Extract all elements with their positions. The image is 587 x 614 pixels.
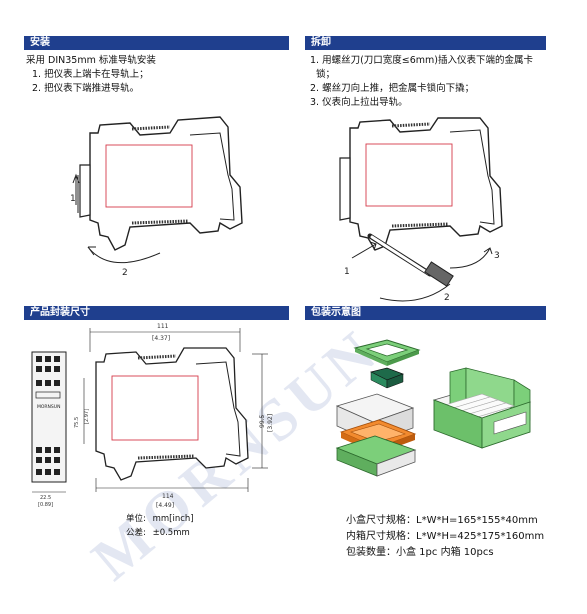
side-view: 111 [4.37] 99.5 [3.92] 75.5 [2.97] 114 [… bbox=[74, 323, 274, 509]
carton-spec: 内箱尺寸规格：L*W*H=425*175*160mm bbox=[346, 531, 545, 542]
remove-title: 拆卸 bbox=[305, 36, 337, 50]
remove-step-3: 3. 仪表向上拉出导轨。 bbox=[310, 97, 408, 108]
unit-row: 单位: mm[inch] bbox=[126, 512, 194, 526]
packing-quantity: 包装数量：小盒 1pc 内箱 10pcs bbox=[346, 547, 494, 558]
depth-value: 22.5 bbox=[40, 495, 51, 501]
remove-step-2: 2. 螺丝刀向上推，把金属卡锁向下撬； bbox=[310, 83, 475, 94]
install-arrow-label-1: 1 bbox=[70, 194, 76, 204]
tolerance-value: ±0.5mm bbox=[152, 528, 190, 538]
dimensions-title: 产品封装尺寸 bbox=[24, 306, 96, 320]
remove-arrow-label-3: 3 bbox=[494, 251, 500, 261]
packing-section-header: 包装示意图 bbox=[305, 306, 546, 320]
install-intro: 采用 DIN35mm 标准导轨安装 bbox=[26, 55, 156, 66]
remove-step-1: 1. 用螺丝刀(刀口宽度≤6mm)插入仪表下端的金属卡 bbox=[310, 55, 534, 66]
install-step-2: 2. 把仪表下端推进导轨。 bbox=[32, 83, 140, 94]
width-top-value: 111 bbox=[157, 323, 169, 330]
height-inch: [3.92] bbox=[267, 414, 274, 432]
remove-section-header: 拆卸 bbox=[305, 36, 546, 50]
remove-step-1-cont: 锁； bbox=[316, 69, 336, 80]
remove-arrow-label-2: 2 bbox=[444, 293, 450, 303]
install-arrow-label-2: 2 bbox=[122, 268, 128, 278]
inner-height-value: 75.5 bbox=[74, 417, 80, 428]
remove-arrow-label-1: 1 bbox=[344, 267, 350, 277]
width-bottom-value: 114 bbox=[162, 493, 174, 500]
packing-title: 包装示意图 bbox=[305, 306, 367, 320]
tolerance-row: 公差: ±0.5mm bbox=[126, 526, 190, 540]
remove-diagram: 1 2 3 bbox=[339, 117, 503, 303]
height-value: 99.5 bbox=[259, 414, 266, 428]
front-logo: MORNSUN bbox=[37, 404, 60, 410]
unit-value: mm[inch] bbox=[152, 514, 194, 524]
install-section-header: 安装 bbox=[24, 36, 289, 50]
install-step-1: 1. 把仪表上端卡在导轨上； bbox=[32, 69, 149, 80]
width-top-inch: [4.37] bbox=[152, 335, 170, 342]
width-bottom-inch: [4.49] bbox=[156, 502, 174, 509]
install-diagram: 1 2 bbox=[70, 116, 243, 278]
install-title: 安装 bbox=[24, 36, 56, 50]
inner-height-inch: [2.97] bbox=[84, 409, 90, 424]
carton-illustration bbox=[432, 367, 532, 449]
small-box-spec: 小盒尺寸规格：L*W*H=165*155*40mm bbox=[346, 515, 538, 526]
dimensions-section-header: 产品封装尺寸 bbox=[24, 306, 289, 320]
front-view: MORNSUN 22.5 [0.89] bbox=[31, 351, 67, 508]
tolerance-label: 公差: bbox=[126, 528, 146, 538]
unit-label: 单位: bbox=[126, 514, 146, 524]
depth-value-inch: [0.89] bbox=[38, 502, 53, 508]
small-box-illustration bbox=[335, 339, 421, 477]
